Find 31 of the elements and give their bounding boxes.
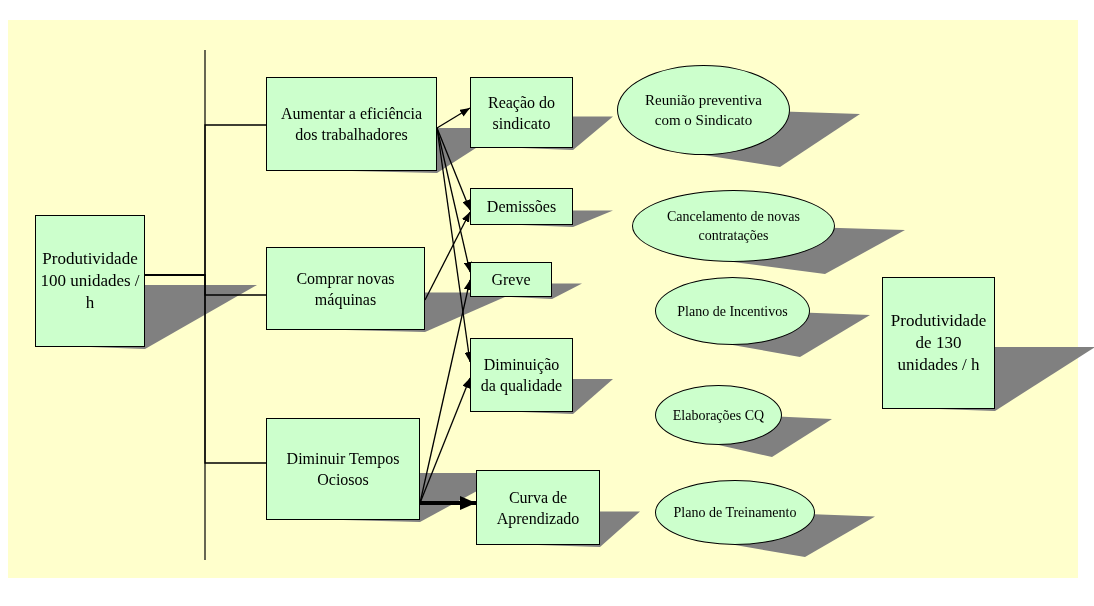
process-box xyxy=(470,338,573,412)
node-text: Diminuição da qualidade xyxy=(479,355,564,396)
arrow xyxy=(419,377,471,504)
node-text: Aumentar a eficiência dos trabalhadores xyxy=(279,104,424,145)
node-text: Plano de Treinamento xyxy=(673,504,797,522)
connector-line xyxy=(144,274,267,464)
node-text: Diminuir Tempos Ociosos xyxy=(285,449,401,490)
process-box xyxy=(266,247,425,330)
process-box xyxy=(266,418,420,520)
arrow xyxy=(420,496,476,510)
node-text: Reação do sindicato xyxy=(486,92,557,134)
node-text: Demissões xyxy=(486,197,557,217)
arrow xyxy=(436,127,471,211)
process-box xyxy=(882,277,995,409)
arrow xyxy=(436,107,471,129)
arrow xyxy=(424,211,471,301)
process-box xyxy=(266,77,437,171)
process-box xyxy=(476,470,600,545)
node-text: Plano de Incentivos xyxy=(677,302,788,321)
node-text: Elaborações CQ xyxy=(672,406,765,425)
node-text: Produtividade de 130 unidades / h xyxy=(889,310,988,376)
process-box xyxy=(470,77,573,148)
node-text: Produtividade 100 unidades / h xyxy=(40,248,140,314)
node-text: Curva de Aprendizado xyxy=(495,487,581,529)
node-text: Greve xyxy=(491,270,531,290)
process-box xyxy=(35,215,145,347)
node-text: Comprar novas máquinas xyxy=(295,268,396,310)
process-box xyxy=(470,262,552,297)
process-box xyxy=(470,188,573,225)
node-text: Reunião preventiva com o Sindicato xyxy=(643,91,763,130)
node-text: Cancelamento de novas contratações xyxy=(666,208,801,245)
